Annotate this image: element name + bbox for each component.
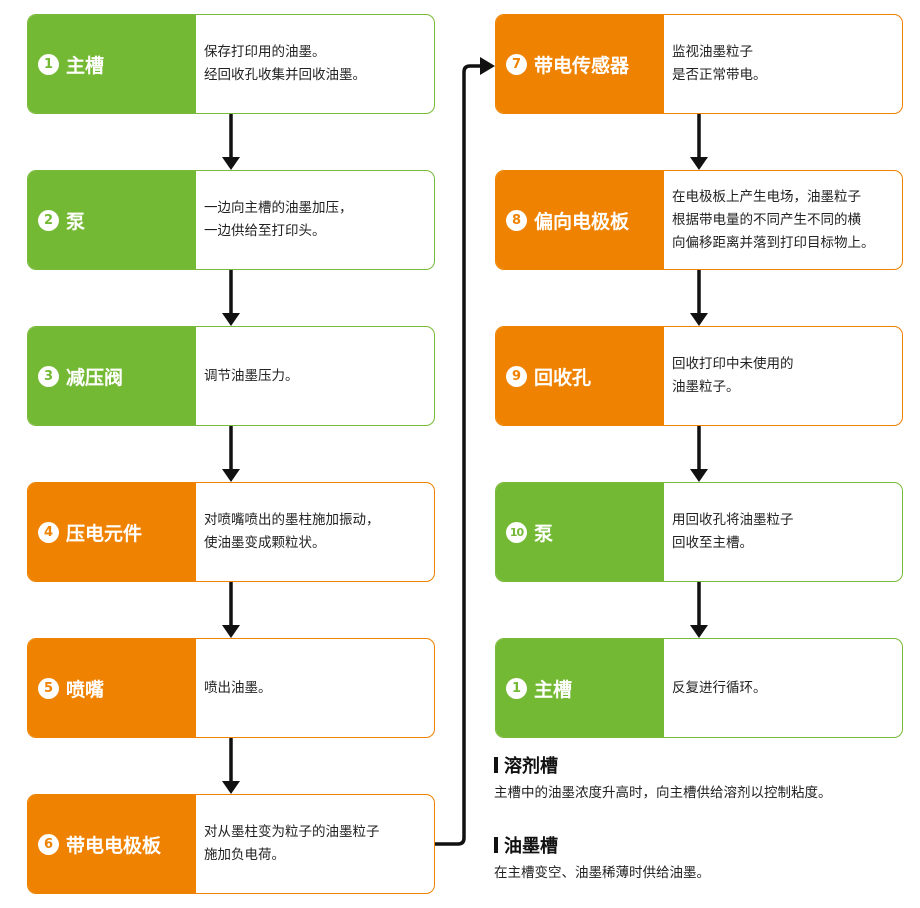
step-6-charge-electrode: 6 带电电极板 对从墨柱变为粒子的油墨粒子施加负电荷。 <box>27 794 435 894</box>
step-title: 主槽 <box>534 678 573 701</box>
step-description-line: 是否正常带电。 <box>672 67 767 83</box>
step-description-line: 施加负电荷。 <box>204 847 285 863</box>
step-description-line: 根据带电量的不同产生不同的横 <box>672 211 861 228</box>
step-description-line: 对从墨柱变为粒子的油墨粒子 <box>204 824 380 840</box>
step-description-line: 向偏移距离并落到打印目标物上。 <box>672 234 875 251</box>
flow-arrowhead-8 <box>690 469 708 482</box>
step-description: 监视油墨粒子是否正常带电。 <box>664 15 902 113</box>
step-title: 减压阀 <box>66 366 124 389</box>
step-label: 10 泵 <box>496 483 664 581</box>
step-number-badge: 5 <box>38 677 59 699</box>
step-number-badge: 10 <box>506 521 527 543</box>
step-number-badge: 3 <box>38 365 59 387</box>
step-number-badge: 7 <box>506 53 527 75</box>
step-number-badge: 2 <box>38 209 59 231</box>
step-label: 4 压电元件 <box>28 483 196 581</box>
step-description-line: 回收至主槽。 <box>672 535 753 551</box>
note-solvent-tank: 溶剂槽 主槽中的油墨浓度升高时，向主槽供给溶剂以控制粘度。 <box>494 752 832 801</box>
flow-arrowhead-9 <box>690 625 708 638</box>
step-description-line: 用回收孔将油墨粒子 <box>672 512 794 528</box>
step-description-line: 回收打印中未使用的 <box>672 356 794 372</box>
step-title: 泵 <box>534 522 554 545</box>
step-description-line: 监视油墨粒子 <box>672 44 753 60</box>
step-label: 5 喷嘴 <box>28 639 196 737</box>
step-description: 回收打印中未使用的油墨粒子。 <box>664 327 902 425</box>
step-description-line: 保存打印用的油墨。 <box>204 44 326 60</box>
step-label: 8 偏向电极板 <box>496 171 664 269</box>
step-title: 压电元件 <box>66 522 143 545</box>
note-text: 在主槽变空、油墨稀薄时供给油墨。 <box>494 865 710 881</box>
step-description-line: 对喷嘴喷出的墨柱施加振动， <box>204 512 380 528</box>
step-description-line: 在电极板上产生电场，油墨粒子 <box>672 188 861 205</box>
flow-arrowhead-2 <box>222 313 240 326</box>
step-label: 9 回收孔 <box>496 327 664 425</box>
step-title: 偏向电极板 <box>534 210 630 233</box>
step-description-line: 调节油墨压力。 <box>204 367 299 384</box>
step-7-charge-sensor: 7 带电传感器 监视油墨粒子是否正常带电。 <box>495 14 903 114</box>
step-description-line: 使油墨变成颗粒状。 <box>204 535 326 551</box>
step-description: 在电极板上产生电场，油墨粒子根据带电量的不同产生不同的横向偏移距离并落到打印目标… <box>664 171 902 269</box>
step-description: 喷出油墨。 <box>196 639 434 737</box>
step-title: 带电电极板 <box>66 834 162 857</box>
step-1-main-tank: 1 主槽 保存打印用的油墨。经回收孔收集并回收油墨。 <box>27 14 435 114</box>
step-description-line: 经回收孔收集并回收油墨。 <box>204 67 366 83</box>
step-9-gutter: 9 回收孔 回收打印中未使用的油墨粒子。 <box>495 326 903 426</box>
step-label: 3 减压阀 <box>28 327 196 425</box>
step-description-line: 一边供给至打印头。 <box>204 223 326 239</box>
step-label: 1 主槽 <box>496 639 664 737</box>
step-title: 泵 <box>66 210 86 233</box>
step-title: 带电传感器 <box>534 54 630 77</box>
connector-arrowhead-6-to-7 <box>480 57 495 75</box>
step-8-deflection-electrode: 8 偏向电极板 在电极板上产生电场，油墨粒子根据带电量的不同产生不同的横向偏移距离并… <box>495 170 903 270</box>
flow-arrowhead-3 <box>222 469 240 482</box>
note-ink-tank: 油墨槽 在主槽变空、油墨稀薄时供给油墨。 <box>494 832 710 881</box>
step-title: 喷嘴 <box>66 678 105 701</box>
step-10-pump: 10 泵 用回收孔将油墨粒子回收至主槽。 <box>495 482 903 582</box>
step-description: 对从墨柱变为粒子的油墨粒子施加负电荷。 <box>196 795 434 893</box>
note-bar-icon <box>494 837 498 853</box>
flow-arrowhead-7 <box>690 313 708 326</box>
step-description: 调节油墨压力。 <box>196 327 434 425</box>
step-title: 主槽 <box>66 54 105 77</box>
step-description: 一边向主槽的油墨加压， 一边供给至打印头。 <box>196 171 434 269</box>
step-number-badge: 4 <box>38 521 59 543</box>
step-number-badge: 9 <box>506 365 527 387</box>
step-label: 7 带电传感器 <box>496 15 664 113</box>
note-text: 主槽中的油墨浓度升高时，向主槽供给溶剂以控制粘度。 <box>494 785 832 801</box>
note-title: 溶剂槽 <box>504 756 558 777</box>
step-number-badge: 6 <box>38 833 59 855</box>
note-title: 油墨槽 <box>504 836 558 857</box>
step-4-piezo-element: 4 压电元件 对喷嘴喷出的墨柱施加振动， 使油墨变成颗粒状。 <box>27 482 435 582</box>
step-description-line: 一边向主槽的油墨加压， <box>204 200 353 216</box>
note-bar-icon <box>494 757 498 773</box>
flow-arrowhead-1 <box>222 157 240 170</box>
step-description: 反复进行循环。 <box>664 639 902 737</box>
step-number-badge: 1 <box>506 677 527 699</box>
step-label: 6 带电电极板 <box>28 795 196 893</box>
step-5-nozzle: 5 喷嘴 喷出油墨。 <box>27 638 435 738</box>
connector-line-6-to-7 <box>435 64 482 846</box>
step-3-pressure-reducing-valve: 3 减压阀 调节油墨压力。 <box>27 326 435 426</box>
step-label: 1 主槽 <box>28 15 196 113</box>
step-11-main-tank: 1 主槽 反复进行循环。 <box>495 638 903 738</box>
flow-arrowhead-4 <box>222 625 240 638</box>
step-description: 保存打印用的油墨。经回收孔收集并回收油墨。 <box>196 15 434 113</box>
step-number-badge: 1 <box>38 53 59 75</box>
step-number-badge: 8 <box>506 209 527 231</box>
step-description: 用回收孔将油墨粒子回收至主槽。 <box>664 483 902 581</box>
flow-arrowhead-6 <box>690 157 708 170</box>
step-description-line: 反复进行循环。 <box>672 679 767 696</box>
step-description-line: 油墨粒子。 <box>672 379 740 395</box>
step-description-line: 喷出油墨。 <box>204 679 272 696</box>
step-description: 对喷嘴喷出的墨柱施加振动， 使油墨变成颗粒状。 <box>196 483 434 581</box>
step-title: 回收孔 <box>534 366 592 389</box>
flow-arrowhead-5 <box>222 781 240 794</box>
